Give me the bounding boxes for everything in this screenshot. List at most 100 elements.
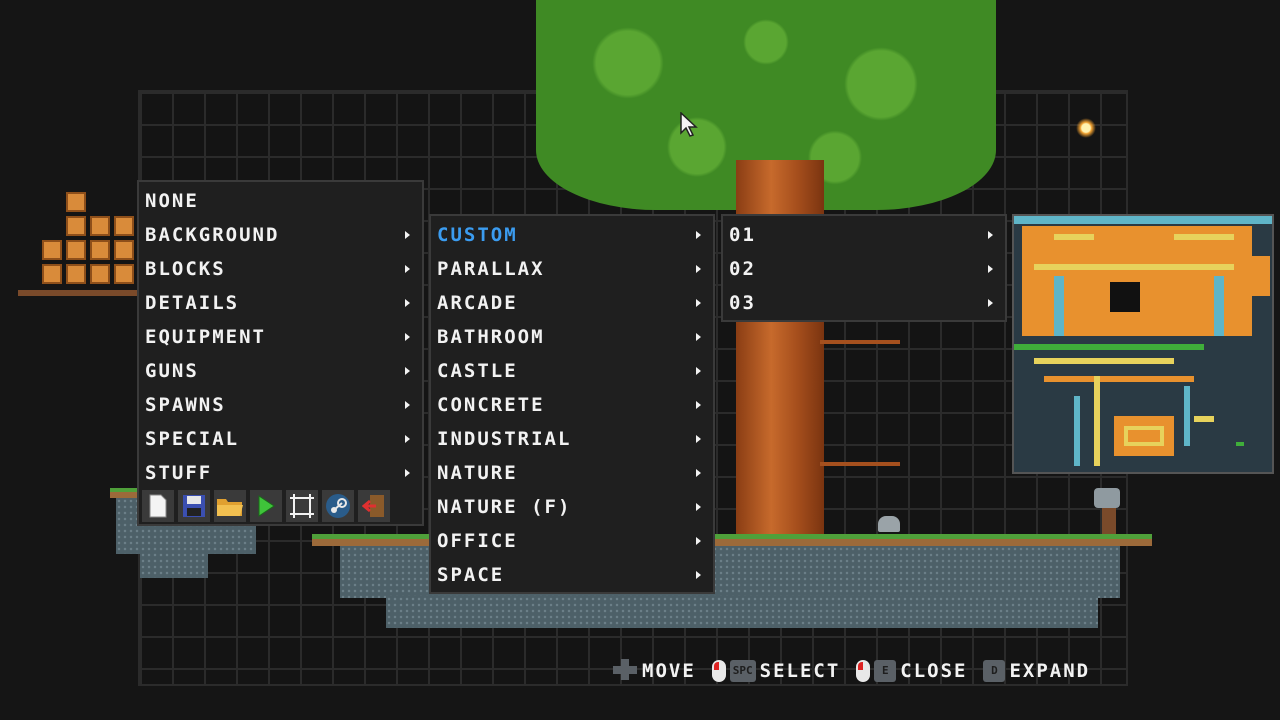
crate [42, 240, 62, 260]
menu-item-label: BLOCKS [145, 258, 226, 280]
menu-item-spawns[interactable]: SPAWNS [139, 388, 422, 422]
hint-move-label: MOVE [642, 660, 696, 682]
submenu-arrow-icon [696, 537, 701, 545]
menu-item-background[interactable]: BACKGROUND [139, 218, 422, 252]
new-file-icon[interactable] [142, 490, 174, 522]
rock-terrain-left [140, 552, 208, 578]
menu-item-blocks[interactable]: BLOCKS [139, 252, 422, 286]
save-icon[interactable] [178, 490, 210, 522]
menu-item-bathroom[interactable]: BATHROOM [431, 320, 713, 354]
mouse-left-click-icon [711, 660, 726, 682]
menu-item-label: 02 [729, 258, 756, 280]
menu-item-label: BACKGROUND [145, 224, 280, 246]
menu-item-custom-03[interactable]: 03 [723, 286, 1005, 320]
key-badge: E [874, 660, 897, 682]
main-editor-menu: NONE BACKGROUND BLOCKS DETAILS EQUIPMENT… [137, 180, 424, 526]
submenu-arrow-icon [988, 299, 993, 307]
select-region-icon[interactable] [286, 490, 318, 522]
menu-item-stuff[interactable]: STUFF [139, 456, 422, 490]
hint-expand-label: EXPAND [1009, 660, 1091, 682]
menu-item-none[interactable]: NONE [139, 184, 422, 218]
menu-item-nature[interactable]: NATURE [431, 456, 713, 490]
submenu-arrow-icon [405, 231, 410, 239]
menu-item-label: DETAILS [145, 292, 240, 314]
submenu-arrow-icon [988, 231, 993, 239]
menu-item-label: STUFF [145, 462, 213, 484]
menu-item-office[interactable]: OFFICE [431, 524, 713, 558]
submenu-arrow-icon [696, 231, 701, 239]
mouse-cursor-icon [680, 111, 698, 142]
menu-item-castle[interactable]: CASTLE [431, 354, 713, 388]
submenu-arrow-icon [405, 435, 410, 443]
crate [66, 264, 86, 284]
menu-item-label: EQUIPMENT [145, 326, 266, 348]
submenu-arrow-icon [696, 401, 701, 409]
menu-item-concrete[interactable]: CONCRETE [431, 388, 713, 422]
menu-item-label: GUNS [145, 360, 199, 382]
light-source-icon [1076, 118, 1096, 138]
menu-item-details[interactable]: DETAILS [139, 286, 422, 320]
submenu-arrow-icon [988, 265, 993, 273]
menu-item-parallax[interactable]: PARALLAX [431, 252, 713, 286]
submenu-arrow-icon [405, 469, 410, 477]
hint-select-label: SELECT [759, 660, 841, 682]
menu-item-label: BATHROOM [437, 326, 545, 348]
cannon-stand [1102, 508, 1116, 534]
boulder [878, 516, 900, 532]
menu-item-label: PARALLAX [437, 258, 545, 280]
menu-item-special[interactable]: SPECIAL [139, 422, 422, 456]
editor-toolbar [142, 490, 390, 524]
menu-item-label: SPAWNS [145, 394, 226, 416]
play-icon[interactable] [250, 490, 282, 522]
menu-item-custom[interactable]: CUSTOM [431, 218, 713, 252]
submenu-arrow-icon [696, 571, 701, 579]
menu-item-label: ARCADE [437, 292, 518, 314]
menu-item-label: NONE [145, 190, 199, 212]
crate [90, 264, 110, 284]
tree-canopy [536, 0, 996, 210]
menu-item-space[interactable]: SPACE [431, 558, 713, 592]
menu-item-label: INDUSTRIAL [437, 428, 572, 450]
crate [66, 192, 86, 212]
dpad-icon [612, 658, 638, 685]
crate [66, 240, 86, 260]
tree-branch [820, 462, 900, 466]
crate [42, 264, 62, 284]
submenu-arrow-icon [696, 469, 701, 477]
open-folder-icon[interactable] [214, 490, 246, 522]
submenu-arrow-icon [696, 367, 701, 375]
rock-terrain [386, 596, 1098, 628]
submenu-arrow-icon [696, 265, 701, 273]
wooden-plank [18, 290, 138, 296]
submenu-arrow-icon [696, 503, 701, 511]
cannon [1094, 488, 1120, 508]
menu-item-label: CASTLE [437, 360, 518, 382]
menu-item-custom-02[interactable]: 02 [723, 252, 1005, 286]
menu-item-label: CONCRETE [437, 394, 545, 416]
exit-icon[interactable] [358, 490, 390, 522]
menu-item-nature-f[interactable]: NATURE (F) [431, 490, 713, 524]
menu-item-industrial[interactable]: INDUSTRIAL [431, 422, 713, 456]
steam-icon[interactable] [322, 490, 354, 522]
control-hints-bar: MOVE SPC SELECT E CLOSE D EXPAND [612, 658, 1090, 684]
menu-item-guns[interactable]: GUNS [139, 354, 422, 388]
hint-close-label: CLOSE [900, 660, 968, 682]
hint-move: MOVE [612, 658, 696, 685]
menu-item-equipment[interactable]: EQUIPMENT [139, 320, 422, 354]
submenu-arrow-icon [405, 299, 410, 307]
menu-item-arcade[interactable]: ARCADE [431, 286, 713, 320]
submenu-arrow-icon [405, 367, 410, 375]
submenu-arrow-icon [405, 333, 410, 341]
menu-item-custom-01[interactable]: 01 [723, 218, 1005, 252]
crate [114, 240, 134, 260]
custom-submenu: 01 02 03 [721, 214, 1007, 322]
submenu-arrow-icon [696, 299, 701, 307]
hint-expand: D EXPAND [983, 660, 1090, 682]
menu-item-label: SPECIAL [145, 428, 240, 450]
submenu-arrow-icon [405, 265, 410, 273]
crate [90, 240, 110, 260]
hint-close: E CLOSE [856, 660, 967, 682]
menu-item-label: SPACE [437, 564, 505, 586]
crate [114, 216, 134, 236]
hint-select: SPC SELECT [711, 660, 841, 682]
